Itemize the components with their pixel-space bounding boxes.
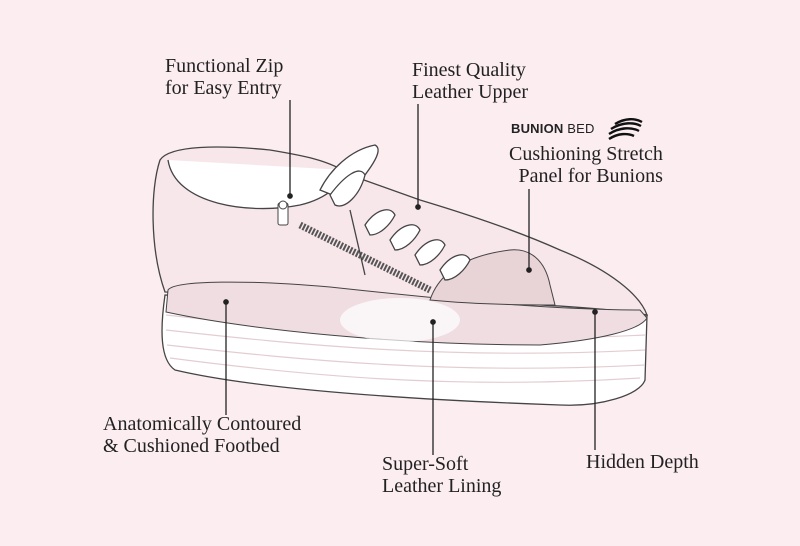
- brand-light: BED: [567, 121, 595, 136]
- label-bunion-panel: Cushioning Stretch Panel for Bunions: [509, 143, 663, 187]
- label-leather-lining: Super-Soft Leather Lining: [382, 453, 501, 497]
- label-line: Leather Upper: [412, 81, 529, 103]
- label-line: Super-Soft: [382, 453, 469, 475]
- leader-lines: [223, 100, 598, 455]
- label-line: Cushioning Stretch: [509, 143, 663, 165]
- label-line: Panel for Bunions: [518, 165, 663, 187]
- laces: [319, 144, 471, 281]
- label-line: for Easy Entry: [165, 77, 282, 99]
- lining-highlight: [340, 298, 460, 342]
- label-line: Leather Lining: [382, 475, 502, 497]
- brand-logo: BUNION BED: [511, 121, 595, 136]
- label-footbed: Anatomically Contoured & Cushioned Footb…: [103, 413, 301, 457]
- label-line: Finest Quality: [412, 59, 526, 81]
- label-functional-zip: Functional Zip for Easy Entry: [165, 55, 283, 99]
- label-leather-upper: Finest Quality Leather Upper: [412, 59, 528, 103]
- brand-bold: BUNION: [511, 121, 564, 136]
- striped-wave-logo-icon: [608, 118, 643, 141]
- label-line: Anatomically Contoured: [103, 413, 302, 435]
- label-line: & Cushioned Footbed: [103, 435, 280, 457]
- label-hidden-depth: Hidden Depth: [586, 451, 699, 473]
- label-line: Hidden Depth: [586, 451, 699, 473]
- label-line: Functional Zip: [165, 55, 284, 77]
- zip-icon: [277, 200, 432, 294]
